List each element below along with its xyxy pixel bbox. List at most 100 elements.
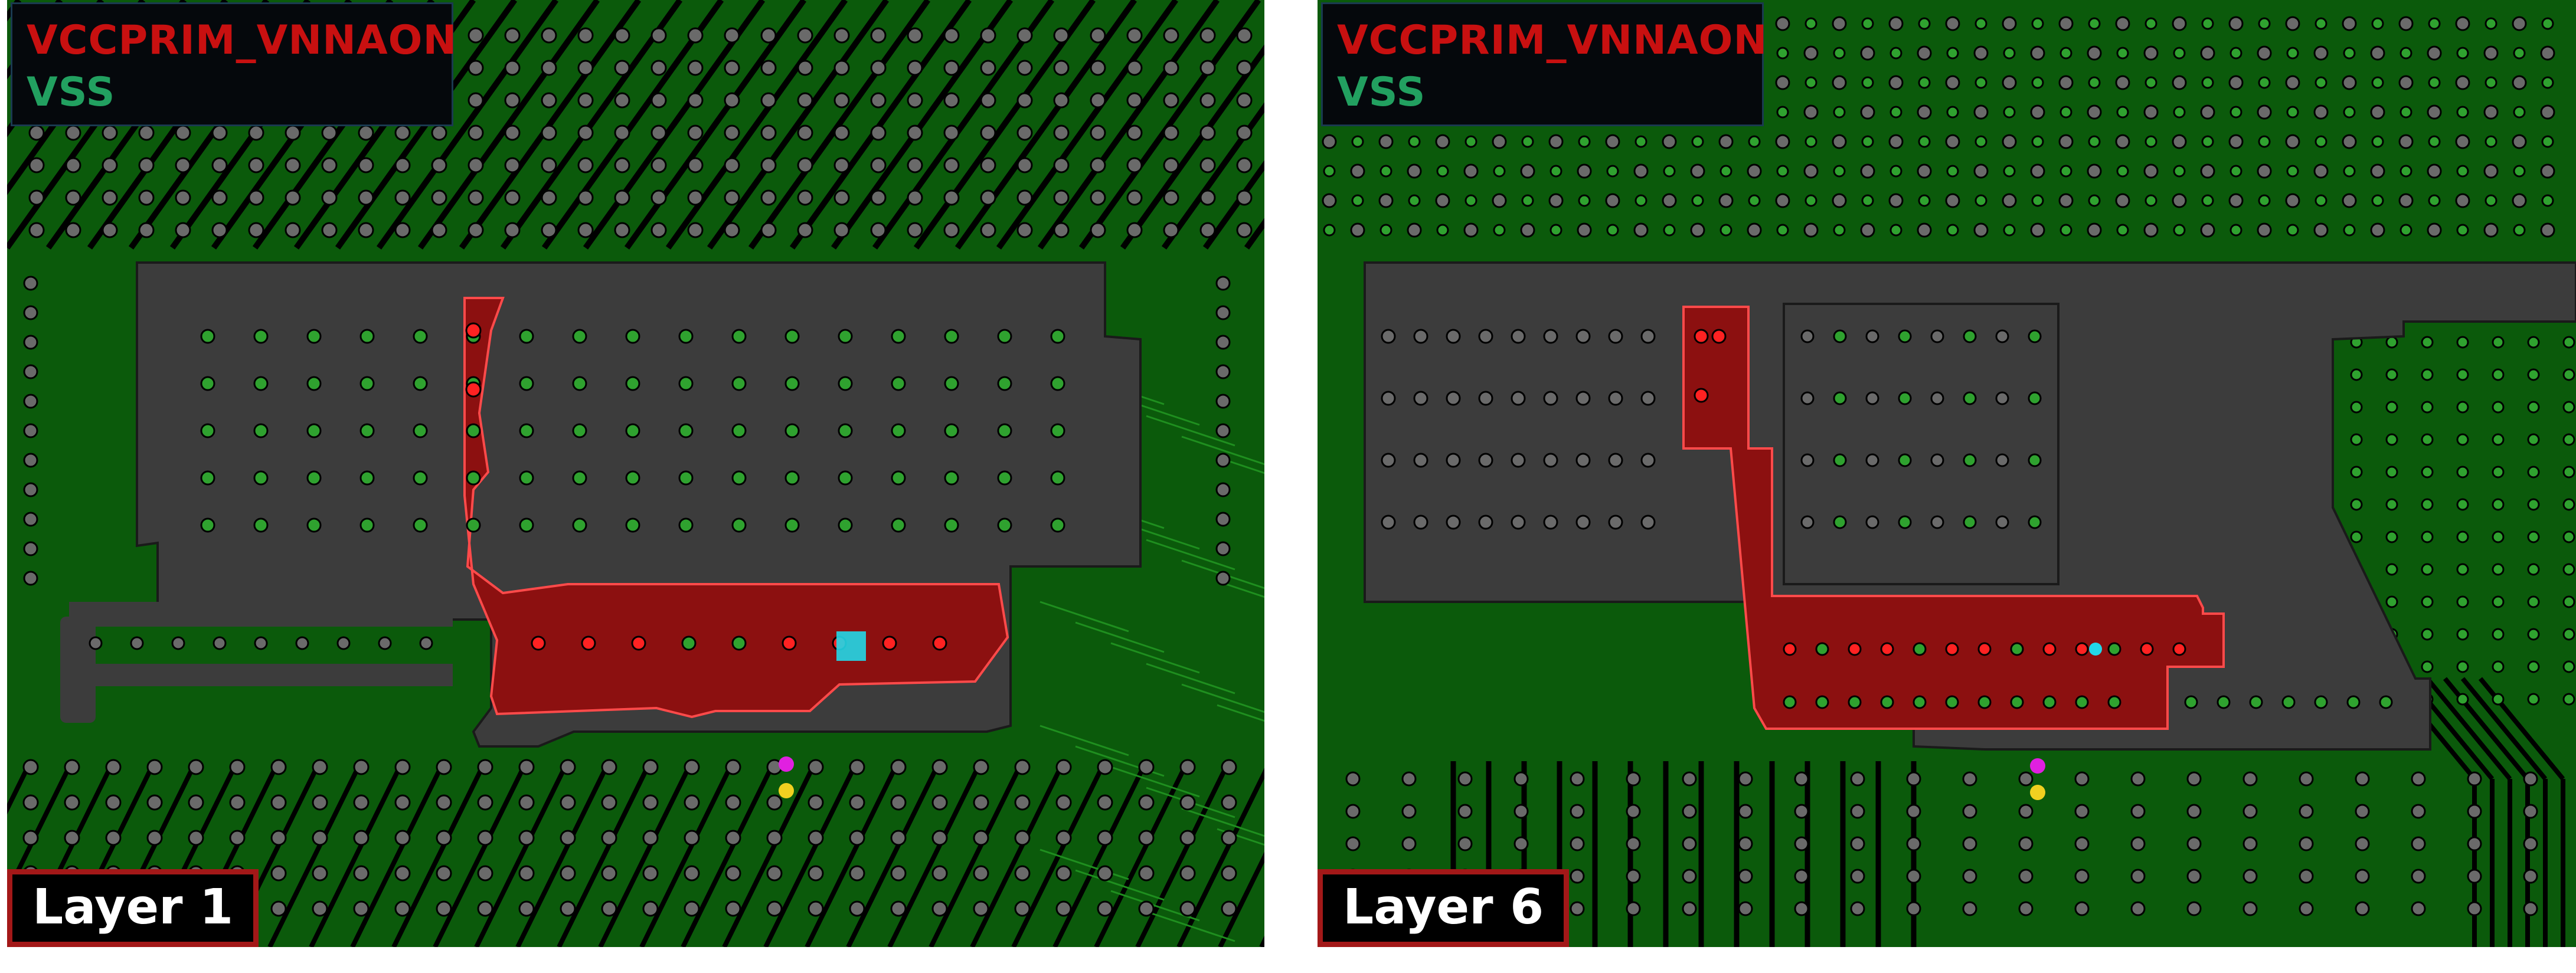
via [1682, 771, 1697, 787]
via [477, 759, 493, 775]
via [2456, 47, 2469, 60]
via [1917, 45, 1932, 61]
via [1930, 329, 1944, 343]
via [2541, 194, 2554, 207]
via [2002, 16, 2017, 31]
via [2228, 75, 2244, 90]
via [358, 157, 374, 173]
ground-via [944, 470, 959, 486]
ground-via [359, 517, 375, 533]
via [2018, 901, 2034, 916]
via [943, 60, 960, 76]
via [321, 125, 338, 141]
ground-via [891, 329, 906, 344]
ground-via [253, 423, 269, 438]
via [2173, 165, 2186, 178]
via [1917, 104, 1932, 120]
via [1640, 329, 1656, 344]
via [2562, 466, 2575, 479]
via [2355, 771, 2370, 787]
via [684, 865, 700, 882]
via [64, 759, 80, 775]
trace [391, 760, 488, 947]
via [2456, 401, 2469, 414]
ground-via [838, 423, 853, 438]
via [2230, 47, 2242, 60]
via [2143, 222, 2159, 238]
ground-via [997, 470, 1012, 486]
via [1608, 515, 1623, 530]
via [973, 759, 989, 775]
ground-via [784, 376, 800, 391]
via [642, 794, 659, 811]
via [2456, 595, 2469, 608]
ground-via [625, 329, 640, 344]
via [353, 900, 370, 917]
via [23, 364, 38, 379]
via [760, 60, 777, 76]
via [1640, 453, 1656, 468]
via [1577, 222, 1592, 238]
via [2421, 466, 2434, 479]
via [725, 900, 741, 917]
trace [970, 760, 1066, 947]
via [1906, 771, 1921, 787]
ground-via [891, 470, 906, 486]
ground-via [838, 470, 853, 486]
via [1549, 224, 1562, 237]
via [2201, 135, 2214, 148]
via [138, 157, 155, 173]
via [2315, 194, 2327, 207]
via [980, 157, 996, 173]
via [2411, 804, 2426, 819]
trace [1146, 415, 1235, 447]
via [797, 189, 813, 206]
via [1053, 27, 1070, 44]
via [321, 222, 338, 238]
via [808, 830, 824, 846]
via [2455, 16, 2470, 31]
trace [1075, 869, 1165, 901]
via [1832, 75, 1847, 90]
via [436, 900, 452, 917]
pour-via [1848, 642, 1862, 656]
via [760, 157, 777, 173]
trace [1217, 456, 1264, 474]
vccprim-vnnaon-pour [1682, 306, 2225, 730]
via [1626, 869, 1641, 884]
via [270, 865, 287, 882]
via [541, 60, 557, 76]
via [1833, 391, 1847, 405]
via [358, 189, 374, 206]
via [687, 157, 704, 173]
via [931, 830, 948, 846]
via [394, 865, 411, 882]
via [65, 157, 81, 173]
via [1179, 900, 1196, 917]
via [1973, 222, 1989, 238]
via [2074, 869, 2090, 884]
via [1962, 804, 1977, 819]
via [1090, 92, 1106, 109]
via [849, 865, 865, 882]
via [2456, 106, 2469, 119]
ground-via [519, 517, 534, 533]
via [642, 759, 659, 775]
via [1682, 836, 1697, 851]
via [1850, 771, 1865, 787]
ground-via [519, 329, 534, 344]
via [1973, 104, 1989, 120]
via [1963, 329, 1977, 343]
via [849, 759, 865, 775]
trace [748, 0, 931, 250]
via [2427, 104, 2442, 120]
via [1963, 453, 1977, 467]
via [2370, 163, 2385, 179]
via [2492, 660, 2505, 673]
ground-via [200, 517, 215, 533]
via [2492, 530, 2505, 543]
via [1126, 27, 1143, 44]
via [943, 222, 960, 238]
via [724, 157, 740, 173]
via [2562, 498, 2575, 511]
